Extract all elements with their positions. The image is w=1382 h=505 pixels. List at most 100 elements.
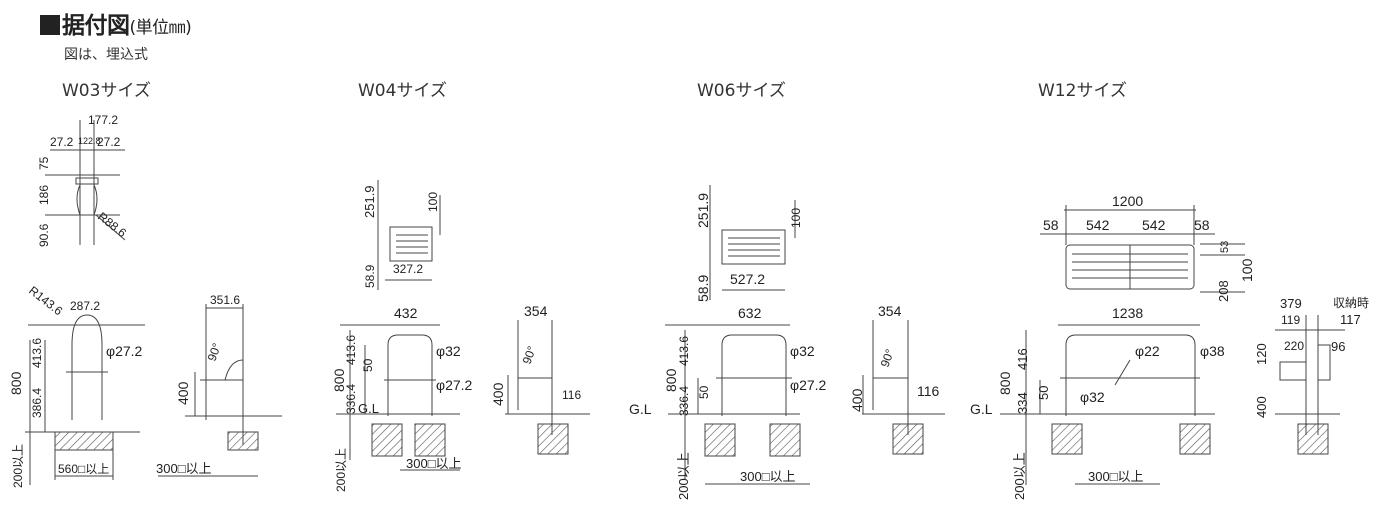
dim-label: G.L — [358, 401, 379, 416]
dim-label: 400 — [1254, 396, 1269, 418]
dim-label: 120 — [1254, 343, 1269, 365]
size-label-w04: W04サイズ — [358, 81, 447, 101]
dim-label: G.L — [970, 401, 993, 417]
dim-label: 75 — [37, 156, 51, 170]
dim-label: 800 — [331, 368, 347, 392]
dim-label: 351.6 — [210, 293, 240, 307]
dim-label: 200以上 — [334, 448, 348, 492]
square-bullet-icon — [40, 15, 60, 35]
dim-label: G.L — [629, 401, 652, 417]
dim-label: 542 — [1086, 217, 1110, 233]
dim-label: 50 — [697, 385, 711, 399]
dim-label: 100 — [1239, 258, 1255, 282]
w12-front-view — [1000, 324, 1215, 485]
dim-label: 116 — [562, 388, 581, 402]
dim-label: 400 — [175, 381, 191, 405]
dim-label: 800 — [8, 371, 24, 395]
title-unit: (単位㎜) — [129, 18, 192, 38]
w12-side-view — [1275, 315, 1345, 455]
dimension-labels: 177.2 27.2 122.8 27.2 75 186 90.6 R88.6 … — [8, 113, 1369, 500]
dim-label: 300□以上 — [740, 469, 796, 484]
dim-label: 400 — [490, 382, 506, 406]
w03-front-view — [25, 314, 145, 485]
dim-label: φ27.2 — [106, 343, 143, 359]
dim-label: 220 — [1284, 339, 1304, 353]
dim-label: 122.8 — [78, 136, 101, 146]
dim-label: 100 — [789, 208, 803, 228]
w06-top-view — [709, 185, 796, 300]
dim-label: φ27.2 — [436, 377, 473, 393]
dim-label: 200以上 — [1012, 452, 1027, 500]
dim-label: 177.2 — [88, 113, 118, 127]
w12-top-view — [1040, 205, 1245, 293]
dim-label: 50 — [1036, 386, 1051, 400]
dim-label: 251.9 — [362, 185, 377, 218]
w03-side-view — [158, 304, 282, 477]
dim-label: 58 — [1043, 217, 1059, 233]
dim-label: 90.6 — [37, 223, 51, 247]
dim-label: φ22 — [1135, 343, 1160, 359]
dim-label: 1238 — [1112, 305, 1143, 321]
dim-label: 300□以上 — [406, 456, 462, 471]
dim-label: 542 — [1142, 217, 1166, 233]
dim-label: 200以上 — [11, 444, 25, 488]
w06-front-view — [665, 324, 810, 485]
size-label-w03: W03サイズ — [62, 81, 151, 101]
dim-label: φ38 — [1200, 343, 1225, 359]
dim-label: 収納時 — [1333, 296, 1369, 310]
w06-side-view — [862, 320, 945, 455]
dim-label: 632 — [738, 305, 762, 321]
dim-label: 300□以上 — [156, 461, 212, 476]
dim-label: 334 — [1015, 392, 1030, 414]
dim-label: 336.4 — [677, 386, 691, 416]
dim-label: 354 — [524, 303, 548, 319]
dim-label: 287.2 — [70, 299, 100, 313]
w04-top-view — [377, 180, 441, 290]
dim-label: 58 — [1194, 217, 1210, 233]
dim-label: 186 — [37, 185, 51, 205]
size-label-w06: W06サイズ — [697, 81, 786, 101]
dim-label: 58.9 — [363, 264, 377, 288]
dim-label: φ32 — [790, 343, 815, 359]
dim-label: 800 — [997, 371, 1013, 395]
dim-label: 400 — [849, 388, 865, 412]
dim-label: 1200 — [1112, 193, 1143, 209]
dim-label: 208 — [1216, 280, 1231, 302]
dim-label: 96 — [1331, 339, 1345, 354]
dim-label: 90° — [205, 341, 224, 363]
dim-label: 27.2 — [97, 135, 121, 149]
dim-label: 90° — [520, 344, 539, 366]
size-label-w12: W12サイズ — [1038, 81, 1127, 101]
dim-label: 527.2 — [730, 271, 765, 287]
dim-label: R143.6 — [26, 283, 65, 318]
dim-label: 90° — [878, 347, 897, 369]
w03-top-view — [45, 120, 126, 245]
dim-label: 116 — [917, 383, 940, 399]
dim-label: 251.9 — [695, 193, 711, 228]
dim-label: 300□以上 — [1088, 469, 1144, 484]
dim-label: φ32 — [436, 343, 461, 359]
dim-label: 413.6 — [30, 338, 44, 368]
page-title: 据付図(単位㎜) — [40, 6, 192, 40]
dim-label: 354 — [878, 303, 902, 319]
dim-label: 327.2 — [393, 262, 423, 276]
dim-label: 117 — [1340, 312, 1361, 327]
dim-label: 119 — [1281, 313, 1300, 327]
dim-label: R88.6 — [95, 209, 129, 240]
note-text: 図は、埋込式 — [64, 47, 148, 63]
w04-side-view — [505, 320, 590, 455]
w04-front-view — [336, 324, 460, 471]
dim-label: 413.6 — [344, 335, 358, 365]
dim-label: 386.4 — [30, 388, 44, 418]
dim-label: 58.9 — [695, 275, 711, 302]
dim-label: 800 — [663, 368, 679, 392]
dim-label: 432 — [394, 305, 418, 321]
line-work — [25, 120, 1345, 485]
dim-label: 413.6 — [677, 336, 691, 366]
dim-label: 27.2 — [50, 135, 74, 149]
dim-label: 379 — [1280, 296, 1302, 311]
dim-label: 560□以上 — [58, 462, 109, 476]
dim-label: 50 — [361, 358, 375, 372]
dim-label: 100 — [426, 192, 440, 212]
